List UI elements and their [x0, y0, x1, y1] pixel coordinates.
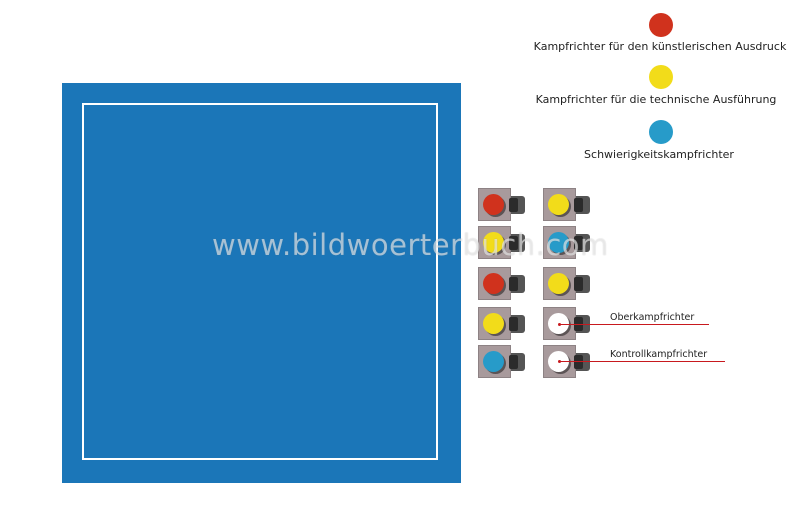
- judge-seat-left-3: [478, 267, 525, 303]
- judge-marker-difficulty: [548, 232, 569, 253]
- judge-chair: [574, 196, 590, 214]
- judge-seat-right-1: [543, 188, 590, 224]
- legend-dot-technical: [649, 65, 673, 89]
- judge-seat-left-4: [478, 307, 525, 343]
- judge-chair: [509, 275, 525, 293]
- judge-seat-right-4: [543, 307, 590, 343]
- judge-chair: [509, 315, 525, 333]
- judge-marker-difficulty: [483, 351, 504, 372]
- callout-line-head-judge: [560, 324, 709, 325]
- judge-seat-left-5: [478, 345, 525, 381]
- judge-chair: [509, 196, 525, 214]
- judge-chair: [574, 275, 590, 293]
- legend-label-technical: Kampfrichter für die technische Ausführu…: [535, 93, 777, 106]
- callout-label-control-judge: Kontrollkampfrichter: [610, 349, 708, 360]
- legend-label-artistic: Kampfrichter für den künstlerischen Ausd…: [533, 40, 787, 53]
- judge-marker-technical: [483, 232, 504, 253]
- judge-seat-left-2: [478, 226, 525, 262]
- judge-marker-technical: [548, 194, 569, 215]
- judge-marker-technical: [548, 273, 569, 294]
- callout-label-head-judge: Oberkampfrichter: [610, 312, 695, 323]
- judge-chair: [574, 234, 590, 252]
- callout-point-head-judge: [558, 323, 561, 326]
- legend-dot-difficulty: [649, 120, 673, 144]
- judge-seat-right-5: [543, 345, 590, 381]
- callout-line-control-judge: [560, 361, 725, 362]
- competition-floor: [62, 83, 461, 483]
- judge-seat-right-3: [543, 267, 590, 303]
- judge-seat-left-1: [478, 188, 525, 224]
- judge-marker-technical: [483, 313, 504, 334]
- judge-chair: [509, 353, 525, 371]
- judge-seat-right-2: [543, 226, 590, 262]
- legend-label-difficulty: Schwierigkeitskampfrichter: [584, 148, 734, 161]
- judge-marker-artistic: [483, 273, 504, 294]
- callout-point-control-judge: [558, 360, 561, 363]
- legend-dot-artistic: [649, 13, 673, 37]
- judge-marker-artistic: [483, 194, 504, 215]
- watermark: www.bildwoerterbuch.com: [212, 228, 609, 262]
- judge-chair: [509, 234, 525, 252]
- floor-boundary-line: [82, 103, 438, 460]
- judge-chair: [574, 353, 590, 371]
